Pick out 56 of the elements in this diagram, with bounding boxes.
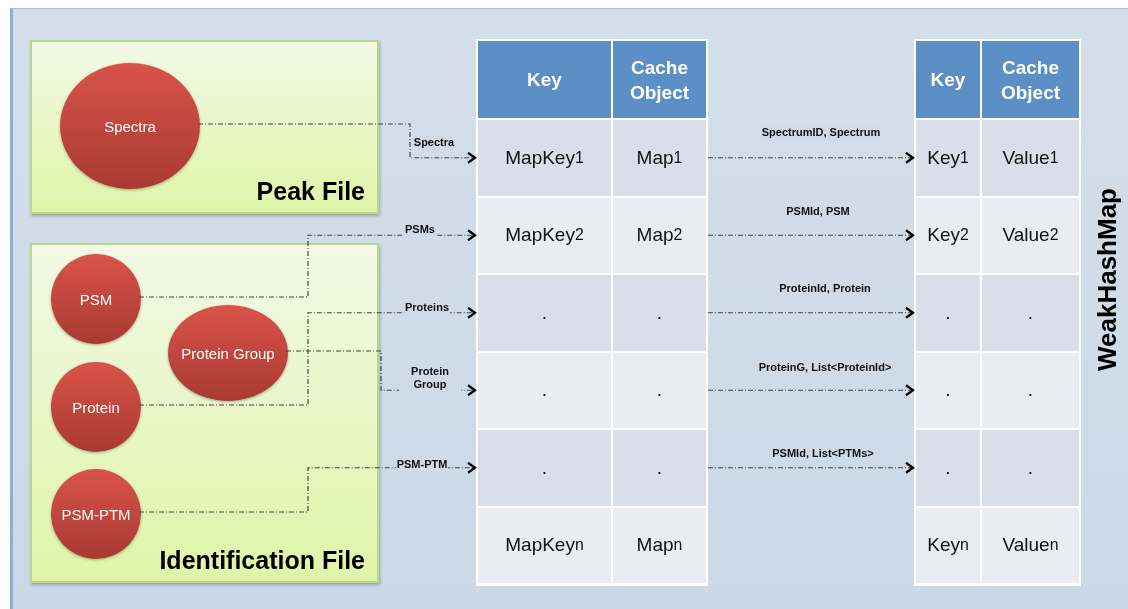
table-row <box>478 430 706 506</box>
arrow <box>197 123 477 164</box>
table-row <box>916 197 1079 273</box>
data-circle <box>51 362 141 452</box>
data-circle <box>51 469 141 559</box>
panel-title: Identification File <box>159 546 365 575</box>
table-cell: . <box>478 430 613 506</box>
table-row <box>478 120 706 196</box>
table-row <box>916 352 1079 428</box>
table-row <box>916 120 1079 196</box>
table-cell-text: . <box>655 300 664 325</box>
circle-label: PSM-PTM <box>60 504 132 525</box>
column-header: Key <box>916 41 982 118</box>
column-header: Cache Object <box>628 55 691 105</box>
table-row <box>916 275 1079 351</box>
table-cell: . <box>478 352 613 428</box>
arrow <box>707 384 915 397</box>
arrow <box>707 229 915 242</box>
table-cell-text: . <box>655 455 664 480</box>
table-cell-text: . <box>1026 455 1035 480</box>
table <box>476 39 708 586</box>
table-cell: . <box>916 275 982 351</box>
vertical-title: WeakHashMap <box>1091 188 1123 372</box>
table-cell: . <box>478 275 613 351</box>
table <box>914 39 1081 586</box>
arrow <box>707 461 915 474</box>
panel-title: Peak File <box>256 177 365 206</box>
arrow <box>707 306 915 319</box>
table-row <box>916 507 1079 583</box>
file-panel <box>30 40 379 214</box>
table-row <box>916 430 1079 506</box>
table-row <box>478 197 706 273</box>
table-cell: . <box>916 352 982 428</box>
table-row <box>478 352 706 428</box>
table-cell: . <box>916 430 982 506</box>
edge-label: Protein Group <box>399 365 461 391</box>
arrow <box>707 151 915 164</box>
table-cell-text: . <box>1026 378 1035 403</box>
circle-label: Protein Group <box>180 343 276 364</box>
arrow <box>285 350 477 397</box>
header-row <box>916 41 1079 118</box>
column-header: Key <box>478 41 613 118</box>
circle-label: PSM <box>78 289 114 310</box>
circle-label: Protein <box>71 397 121 418</box>
arrow <box>138 306 477 406</box>
arrow <box>138 229 477 298</box>
arrow <box>138 461 477 513</box>
file-panel <box>30 243 379 583</box>
table-row <box>478 275 706 351</box>
table-cell-text: . <box>655 378 664 403</box>
circle-label: Spectra <box>103 116 157 137</box>
header-row <box>478 41 706 118</box>
table-cell-text: . <box>1026 300 1035 325</box>
table-row <box>478 507 706 583</box>
data-circle <box>51 254 141 344</box>
column-header: Cache Object <box>999 55 1062 105</box>
